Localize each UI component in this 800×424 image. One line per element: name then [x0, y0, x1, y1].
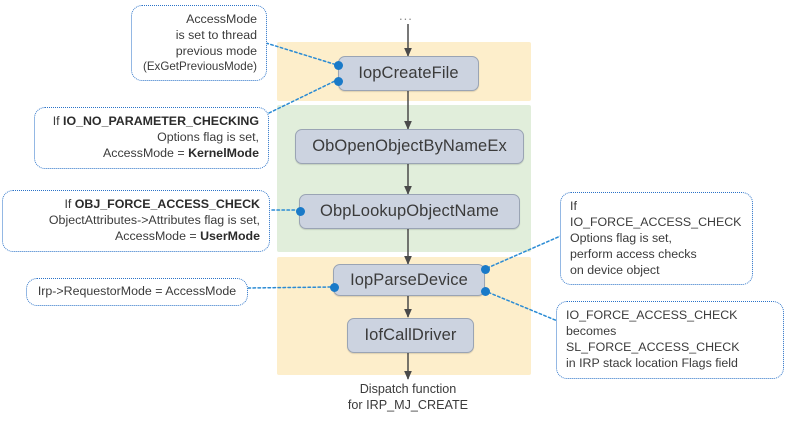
callout-line: AccessMode — [186, 12, 257, 26]
callout-flag-name: OBJ_FORCE_ACCESS_CHECK — [74, 197, 260, 211]
anchor-dot-iopcreatefile-lower — [333, 76, 343, 86]
callout-line: If IO_FORCE_ACCESS_CHECK — [570, 199, 742, 229]
anchor-dot-iopparsedevice-right-upper — [480, 264, 490, 274]
node-label: IopParseDevice — [350, 270, 468, 289]
callout-text: AccessMode = — [103, 145, 189, 160]
node-label: ObpLookupObjectName — [320, 202, 499, 220]
node-label: IopCreateFile — [358, 64, 459, 82]
callout-line: Irp->RequestorMode = AccessMode — [37, 284, 237, 298]
callout-line: Options flag is set, — [157, 129, 259, 144]
callout-accessmode-previous-mode[interactable]: AccessMode is set to thread previous mod… — [131, 5, 267, 82]
exit-label-line-1: Dispatch function — [359, 382, 457, 396]
entry-ellipsis-label: ... — [399, 8, 413, 23]
node-label: IofCallDriver — [364, 326, 457, 344]
callout-irp-requestormode[interactable]: Irp->RequestorMode = AccessMode — [26, 278, 248, 306]
node-obopenobjectbynameex[interactable]: ObOpenObjectByNameEx — [295, 129, 524, 164]
band-object-manager — [277, 105, 531, 252]
callout-io-no-parameter-checking[interactable]: If IO_NO_PARAMETER_CHECKING Options flag… — [34, 107, 269, 169]
callout-line: is set to thread — [175, 27, 257, 42]
callout-io-force-access-check[interactable]: If IO_FORCE_ACCESS_CHECK Options flag is… — [560, 192, 753, 286]
anchor-dot-obplookupobjectname-left — [295, 206, 305, 216]
callout-text: If — [64, 197, 75, 211]
callout-line: AccessMode = KernelMode — [44, 146, 259, 162]
callout-line: Options flag is set, — [570, 230, 672, 245]
node-iofcalldriver[interactable]: IofCallDriver — [347, 318, 474, 353]
exit-dispatch-label: Dispatch function for IRP_MJ_CREATE — [338, 381, 478, 414]
callout-line: If OBJ_FORCE_ACCESS_CHECK — [12, 197, 260, 213]
callout-mode-value: UserMode — [200, 228, 260, 243]
callout-mode-value: KernelMode — [188, 145, 259, 160]
callout-line: ObjectAttributes->Attributes flag is set… — [48, 212, 260, 227]
callout-sl-force-access-check[interactable]: IO_FORCE_ACCESS_CHECK becomes SL_FORCE_A… — [556, 301, 784, 379]
anchor-dot-iopparsedevice-left — [329, 282, 339, 292]
callout-text: If — [52, 114, 64, 128]
anchor-dot-iopcreatefile-upper — [333, 60, 343, 70]
node-label: ObOpenObjectByNameEx — [312, 137, 507, 155]
callout-line: in IRP stack location Flags field — [566, 355, 738, 370]
callout-line: perform access checks — [570, 246, 697, 261]
callout-line: SL_FORCE_ACCESS_CHECK — [566, 339, 740, 354]
callout-line: AccessMode = UserMode — [12, 229, 260, 245]
callout-line: If IO_NO_PARAMETER_CHECKING — [44, 114, 259, 130]
callout-line: previous mode — [175, 43, 257, 58]
node-iopparsedevice[interactable]: IopParseDevice — [333, 264, 485, 296]
callout-line: becomes — [566, 323, 617, 338]
node-iopcreatefile[interactable]: IopCreateFile — [338, 56, 479, 91]
callout-obj-force-access-check[interactable]: If OBJ_FORCE_ACCESS_CHECK ObjectAttribut… — [2, 190, 270, 252]
callout-line: (ExGetPreviousMode) — [142, 59, 257, 73]
anchor-dot-iopparsedevice-right-lower — [480, 286, 490, 296]
callout-text: AccessMode = — [115, 228, 201, 243]
callout-flag-name: IO_NO_PARAMETER_CHECKING — [63, 114, 259, 128]
callout-line: on device object — [570, 262, 660, 277]
callout-line: IO_FORCE_ACCESS_CHECK — [566, 308, 738, 322]
exit-label-line-2: for IRP_MJ_CREATE — [347, 398, 469, 413]
node-obplookupobjectname[interactable]: ObpLookupObjectName — [299, 194, 520, 229]
